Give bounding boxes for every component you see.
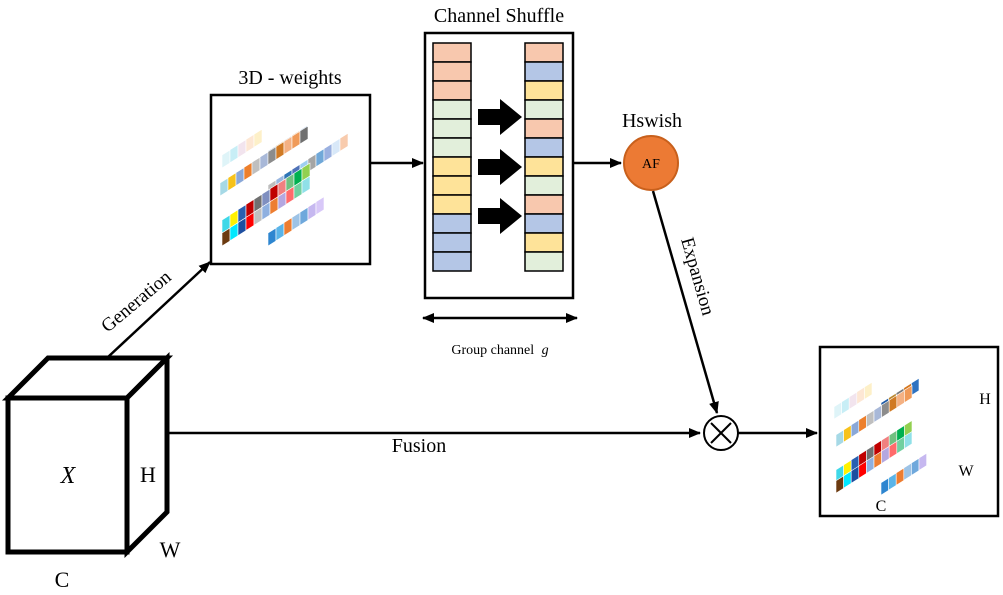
shuffle-right-cell-12 bbox=[524, 251, 564, 272]
output-strips bbox=[833, 377, 927, 496]
shuffle-left-cell-7 bbox=[432, 156, 472, 177]
label-c: C bbox=[55, 567, 70, 592]
weights-strip-4-10 bbox=[339, 132, 349, 152]
label-generation: Generation bbox=[97, 266, 176, 337]
shuffle-left-cell-10 bbox=[432, 213, 472, 234]
label-hswish: Hswish bbox=[622, 110, 682, 132]
input-tensor-cube: X H W C bbox=[1, 351, 181, 592]
shuffle-right-cell-6 bbox=[524, 137, 564, 158]
shuffle-left-cell-6 bbox=[432, 137, 472, 158]
shuffle-right-column bbox=[524, 42, 564, 272]
group-channel-var: g bbox=[542, 343, 549, 358]
shuffle-right-cell-1 bbox=[524, 42, 564, 63]
shuffle-arrows bbox=[478, 99, 522, 234]
output-strip-5-10 bbox=[904, 430, 913, 450]
weights-strip-3-11 bbox=[299, 125, 309, 145]
label-channel-shuffle: Channel Shuffle bbox=[434, 5, 564, 27]
shuffle-left-column bbox=[432, 42, 472, 272]
weights-strip-7-7 bbox=[315, 196, 325, 216]
output-strip-6-6 bbox=[918, 452, 927, 471]
label-3d-weights: 3D - weights bbox=[238, 67, 342, 89]
multiply-operator bbox=[703, 415, 739, 451]
generation-arrow bbox=[107, 261, 211, 358]
shuffle-arrow-2 bbox=[478, 149, 522, 185]
shuffle-left-cell-1 bbox=[432, 42, 472, 63]
shuffle-arrow-1 bbox=[478, 99, 522, 135]
shuffle-left-cell-11 bbox=[432, 232, 472, 253]
af-circle bbox=[623, 135, 679, 191]
shuffle-left-cell-12 bbox=[432, 251, 472, 272]
shuffle-left-cell-2 bbox=[432, 61, 472, 82]
shuffle-right-cell-5 bbox=[524, 118, 564, 139]
shuffle-right-cell-4 bbox=[524, 99, 564, 120]
multiply-cross-2 bbox=[710, 422, 732, 444]
weights-strips bbox=[219, 124, 349, 247]
shuffle-right-cell-11 bbox=[524, 232, 564, 253]
shuffle-left-cell-4 bbox=[432, 99, 472, 120]
weights-strip-1-5 bbox=[253, 128, 263, 148]
shuffle-right-cell-9 bbox=[524, 194, 564, 215]
label-out-h: H bbox=[979, 391, 991, 408]
shuffle-left-cell-3 bbox=[432, 80, 472, 101]
weights-strip-6-11 bbox=[301, 175, 311, 195]
label-out-c: C bbox=[876, 498, 887, 515]
expansion-arrow bbox=[651, 190, 719, 414]
label-w: W bbox=[160, 537, 181, 562]
shuffle-left-cell-8 bbox=[432, 175, 472, 196]
shuffle-right-cell-7 bbox=[524, 156, 564, 177]
shuffle-right-cell-3 bbox=[524, 80, 564, 101]
label-x: X bbox=[60, 463, 77, 489]
group-channel-text: Group channel bbox=[451, 343, 534, 358]
label-out-w: W bbox=[958, 463, 974, 480]
cube-front-face bbox=[5, 395, 130, 555]
shuffle-arrow-3 bbox=[478, 198, 522, 234]
output-strip-1-5 bbox=[864, 381, 873, 400]
shuffle-right-cell-8 bbox=[524, 175, 564, 196]
label-h: H bbox=[140, 462, 156, 487]
shuffle-left-cell-5 bbox=[432, 118, 472, 139]
output-strip-3-10 bbox=[904, 384, 913, 404]
shuffle-left-cell-9 bbox=[432, 194, 472, 215]
label-fusion: Fusion bbox=[392, 435, 446, 457]
label-group-channel: Group channel g bbox=[451, 343, 548, 358]
label-af: AF bbox=[642, 157, 660, 172]
label-expansion: Expansion bbox=[676, 235, 718, 318]
shuffle-right-cell-10 bbox=[524, 213, 564, 234]
shuffle-right-cell-2 bbox=[524, 61, 564, 82]
